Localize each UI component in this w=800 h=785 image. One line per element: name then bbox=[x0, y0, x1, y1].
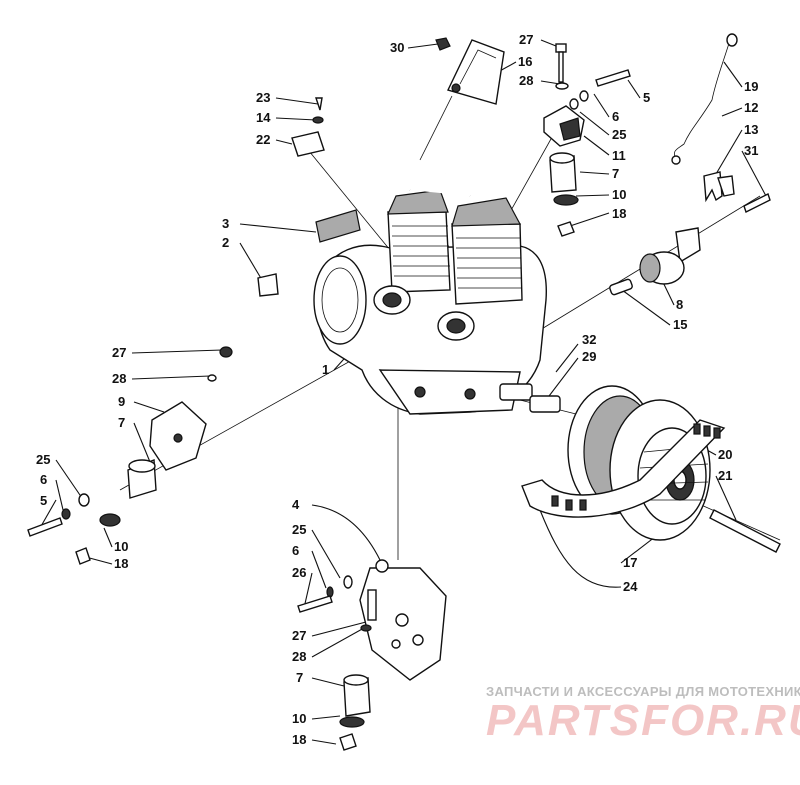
callout-c2: 2 bbox=[222, 235, 229, 250]
callout-c22: 22 bbox=[256, 132, 270, 147]
callout-c17: 17 bbox=[623, 555, 637, 570]
callout-c9: 9 bbox=[118, 394, 125, 409]
callout-c15: 15 bbox=[673, 317, 687, 332]
callout-c7c: 7 bbox=[296, 670, 303, 685]
leader-lines bbox=[39, 39, 781, 745]
callout-c4: 4 bbox=[292, 497, 300, 512]
callout-c6c: 6 bbox=[292, 543, 299, 558]
callout-c25a: 25 bbox=[612, 127, 626, 142]
left-mount-parts bbox=[27, 346, 233, 565]
callout-c10c: 10 bbox=[292, 711, 306, 726]
watermark-brand: PARTSFOR.RU bbox=[486, 696, 800, 745]
clutch-assembly bbox=[521, 385, 781, 553]
callout-c28c: 28 bbox=[292, 649, 306, 664]
callout-c32: 32 bbox=[582, 332, 596, 347]
callout-c13: 13 bbox=[744, 122, 758, 137]
callout-c18c: 18 bbox=[292, 732, 306, 747]
callout-c10b: 10 bbox=[114, 539, 128, 554]
callout-c8: 8 bbox=[676, 297, 683, 312]
callout-c31: 31 bbox=[744, 143, 758, 158]
callout-c16: 16 bbox=[518, 54, 532, 69]
callout-c11: 11 bbox=[612, 148, 626, 163]
callout-c18b: 18 bbox=[114, 556, 128, 571]
callout-c3: 3 bbox=[222, 216, 229, 231]
callout-c5a: 5 bbox=[643, 90, 650, 105]
callout-c5b: 5 bbox=[40, 493, 47, 508]
callout-c6a: 6 bbox=[612, 109, 619, 124]
callout-c23: 23 bbox=[256, 90, 270, 105]
top-mount-parts bbox=[257, 37, 631, 297]
callout-c1: 1 bbox=[322, 362, 329, 377]
callout-c21: 21 bbox=[718, 468, 732, 483]
callout-c7a: 7 bbox=[612, 166, 619, 181]
watermark-caption: ЗАПЧАСТИ И АКСЕССУАРЫ ДЛЯ МОТОТЕХНИКИ bbox=[486, 684, 800, 699]
callout-c6b: 6 bbox=[40, 472, 47, 487]
callout-c28b: 28 bbox=[112, 371, 126, 386]
bottom-mount-parts bbox=[297, 559, 447, 751]
callout-c12: 12 bbox=[744, 100, 758, 115]
callout-c29: 29 bbox=[582, 349, 596, 364]
callout-c18a: 18 bbox=[612, 206, 626, 221]
callout-c19: 19 bbox=[744, 79, 758, 94]
callout-c7b: 7 bbox=[118, 415, 125, 430]
callout-c27a: 27 bbox=[519, 32, 533, 47]
engine-assembly bbox=[313, 164, 547, 415]
callout-c20: 20 bbox=[718, 447, 732, 462]
callout-c25c: 25 bbox=[292, 522, 306, 537]
right-upper-parts bbox=[609, 33, 771, 296]
callout-c26: 26 bbox=[292, 565, 306, 580]
callout-c30: 30 bbox=[390, 40, 404, 55]
callout-c14: 14 bbox=[256, 110, 271, 125]
callout-c24: 24 bbox=[623, 579, 638, 594]
callout-c27b: 27 bbox=[112, 345, 126, 360]
callout-labels: 3016272856251171018191213312314223281532… bbox=[36, 32, 758, 747]
callout-c28a: 28 bbox=[519, 73, 533, 88]
callout-c27c: 27 bbox=[292, 628, 306, 643]
callout-c25b: 25 bbox=[36, 452, 50, 467]
callout-c10a: 10 bbox=[612, 187, 626, 202]
